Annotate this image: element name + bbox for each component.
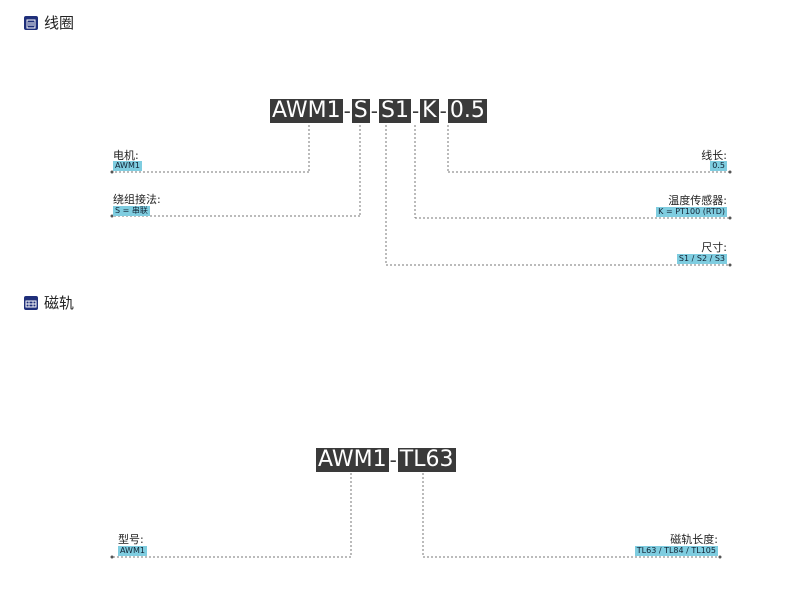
- temp-sensor-label: 温度传感器:: [668, 194, 727, 207]
- rail-length-value: TL63 / TL84 / TL105: [634, 546, 718, 556]
- model-value: AWM1: [118, 546, 147, 556]
- motor-value: AWM1: [113, 161, 142, 171]
- length-label: 线长:: [701, 149, 727, 162]
- motor-label: 电机:: [113, 149, 139, 162]
- rail-section-title: 磁轨: [44, 294, 75, 312]
- code-separator: -: [389, 448, 397, 472]
- code-separator: -: [343, 99, 351, 123]
- code-seg-length: 0.5: [447, 98, 487, 123]
- code-seg-temp: K: [420, 98, 439, 123]
- section-rail-header: 磁轨: [24, 292, 74, 313]
- length-value: 0.5: [710, 161, 727, 171]
- rail-part-code: AWM1 - TL63: [316, 448, 456, 472]
- rail-length-label: 磁轨长度:: [670, 533, 718, 546]
- size-label: 尺寸:: [701, 241, 727, 254]
- code-separator: -: [411, 99, 420, 123]
- coil-part-code: AWM1 - S - S1 - K - 0.5: [270, 99, 487, 123]
- winding-label: 绕组接法:: [113, 193, 161, 206]
- coil-section-title: 线圈: [44, 14, 75, 32]
- model-label: 型号:: [118, 533, 144, 546]
- code-seg-motor: AWM1: [270, 98, 343, 123]
- temp-sensor-value: K = PT100 (RTD): [656, 207, 727, 217]
- rail-section-icon: [24, 295, 38, 310]
- code-separator: -: [370, 99, 378, 123]
- code-seg-rail-length: TL63: [397, 447, 456, 472]
- section-coil-header: 线圈: [24, 12, 74, 33]
- winding-value: S = 串联: [113, 206, 150, 216]
- code-seg-size: S1: [378, 98, 411, 123]
- size-value: S1 / S2 / S3: [676, 254, 727, 264]
- code-separator: -: [439, 99, 447, 123]
- code-seg-winding: S: [351, 98, 370, 123]
- code-seg-model: AWM1: [316, 447, 389, 472]
- coil-section-icon: [24, 15, 38, 30]
